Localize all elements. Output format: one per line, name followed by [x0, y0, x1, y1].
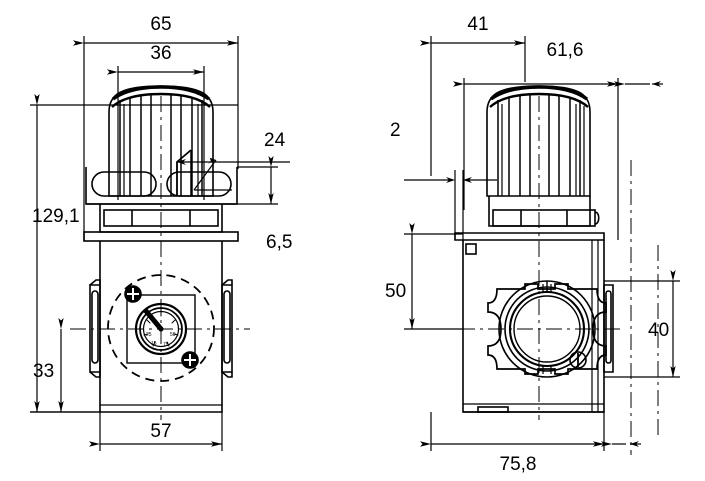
- dim-label-65: 65: [150, 14, 171, 35]
- svg-text:50: 50: [170, 332, 176, 338]
- port-flange-side: [603, 284, 614, 373]
- dim-33: [30, 318, 100, 413]
- dim-24: [177, 157, 290, 191]
- dim-label-57: 57: [150, 421, 171, 442]
- dim-label-41: 41: [467, 14, 488, 35]
- dim-label-61-6: 61,6: [547, 40, 584, 61]
- dim-label-75-8: 75,8: [500, 454, 537, 475]
- front-view-dimension-labels: 65 36 129,1 24 6,5 33 57: [32, 14, 292, 442]
- side-view-dimension-labels: 41 61,6 2 50 40 75,8: [385, 14, 669, 475]
- dim-40: [604, 270, 680, 378]
- svg-text:15: 15: [151, 341, 157, 347]
- dim-label-36: 36: [150, 43, 171, 64]
- dim-50: [404, 223, 463, 330]
- port-flange-left-front: [89, 279, 101, 378]
- front-view-geometry: 25 50 15 75: [70, 85, 250, 420]
- dim-75-8: [420, 412, 641, 451]
- svg-text:75: 75: [163, 342, 169, 348]
- dim-label-33: 33: [33, 361, 54, 382]
- regulator-body-side: [454, 232, 605, 413]
- dim-2: [404, 170, 497, 242]
- gauge-screw-top-left: [124, 285, 142, 303]
- dim-36: [107, 66, 205, 200]
- port-flange-right-front: [221, 279, 233, 378]
- dim-label-50: 50: [385, 281, 406, 302]
- dim-label-129-1: 129,1: [32, 206, 80, 227]
- dim-65: [73, 36, 239, 241]
- dim-41: [420, 36, 526, 176]
- dim-label-40: 40: [648, 320, 669, 341]
- port-index-mark: [569, 351, 587, 369]
- dim-label-2: 2: [390, 120, 401, 141]
- front-view-dimensions: [30, 36, 290, 451]
- side-view-dimensions: [404, 36, 680, 451]
- front-centerlines: [70, 96, 250, 420]
- svg-text:25: 25: [146, 332, 152, 338]
- dim-61-6: [453, 78, 663, 240]
- dim-6-5: [237, 156, 278, 205]
- dim-57: [89, 412, 223, 451]
- dim-label-6-5: 6,5: [266, 232, 292, 253]
- gauge-screw-bottom-right: [181, 351, 199, 369]
- dim-label-24: 24: [264, 130, 286, 151]
